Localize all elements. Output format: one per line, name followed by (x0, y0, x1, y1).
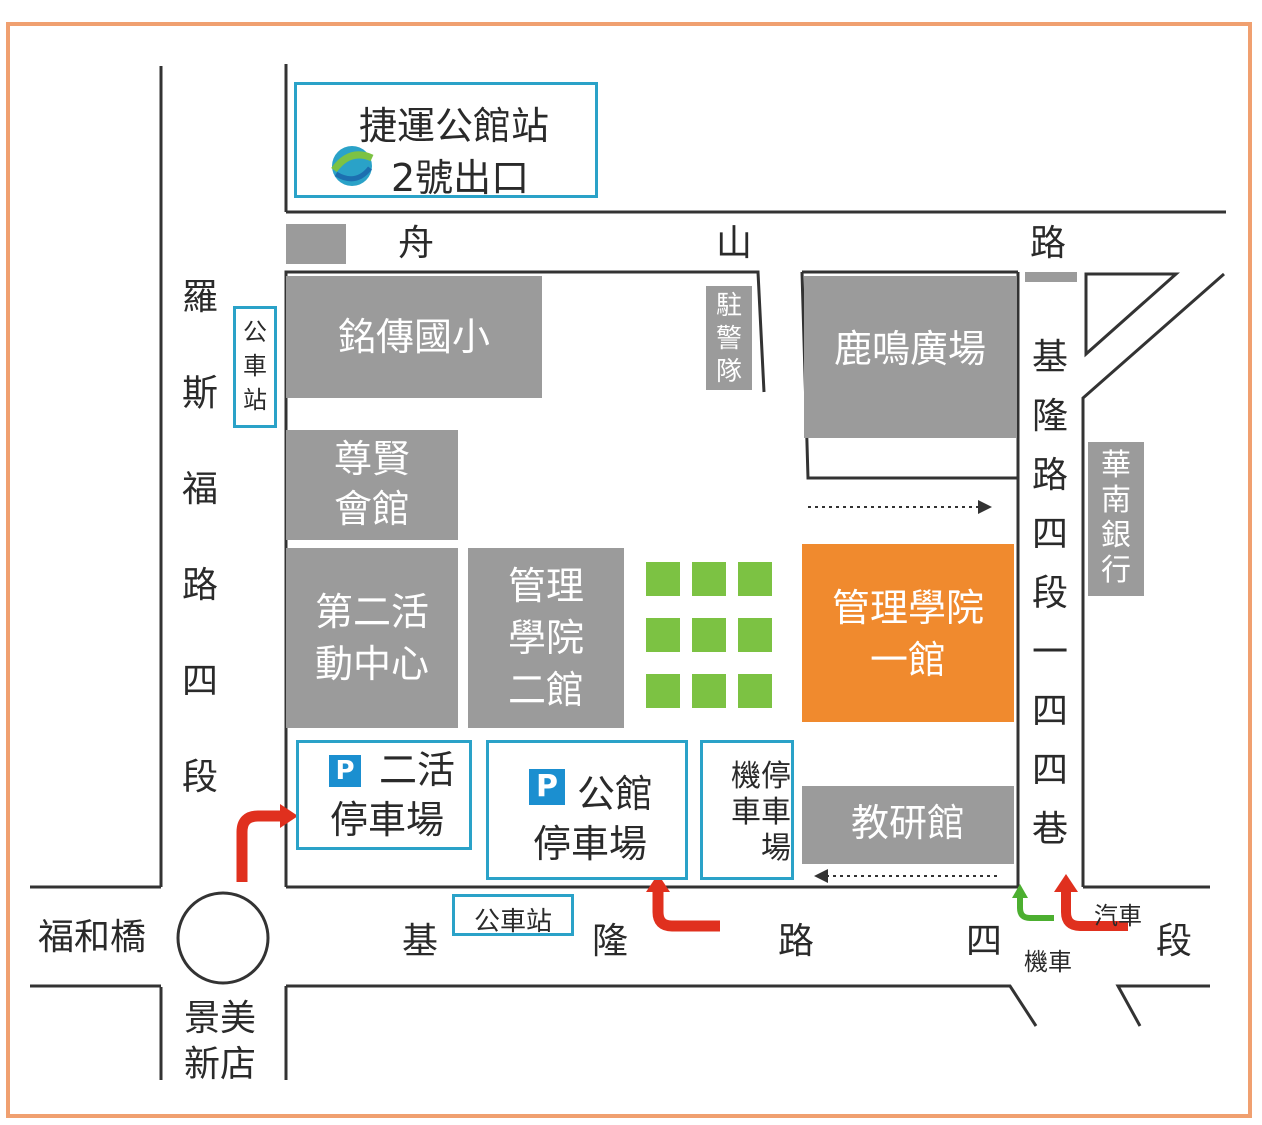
building-luming: 鹿鳴廣場 (804, 276, 1016, 438)
road-label-keelung-lane: 基 隆 路 四 段 一 四 四 巷 (1031, 337, 1068, 850)
tree-square (646, 618, 680, 652)
tree-square (738, 618, 772, 652)
red-entrance-arrow (236, 810, 282, 882)
road-label-road: 路 (778, 921, 815, 962)
parking-er-huo: P 二活 停車場 (296, 740, 472, 850)
tree-square (692, 618, 726, 652)
building-mingchuan: 銘傳國小 (286, 276, 542, 398)
mrt-logo-icon (331, 146, 374, 186)
car-entrance-label: 汽車 (1094, 902, 1142, 930)
road-island (1084, 272, 1180, 358)
tree-square (738, 674, 772, 708)
mrt-station-name: 捷運公館站 (359, 104, 550, 148)
bus-stop-bottom: 公車站 (452, 894, 574, 937)
road-label-shan: 山 (716, 223, 753, 264)
flow-arrow-head (814, 869, 828, 883)
parking-gongguan-bottom: 停車場 (532, 822, 647, 866)
tree-square (692, 562, 726, 596)
moto-entrance-label: 機車 (1024, 948, 1072, 976)
red-entrance-arrow (652, 890, 720, 932)
tree-square (646, 674, 680, 708)
road-label-si: 四 (966, 921, 1003, 962)
building-police: 駐 警 隊 (706, 286, 752, 390)
bus-stop-label: 公 車 站 (243, 318, 267, 414)
moto-entrance-arrow (1017, 896, 1054, 921)
car-entrance-arrow-head (1054, 874, 1078, 892)
tree-square (692, 674, 726, 708)
road-label-jingmei: 景美 新店 (184, 998, 257, 1085)
car-entrance-arrow (1061, 890, 1128, 931)
moto-entrance-arrow-head (1012, 884, 1028, 898)
road-label-lu: 路 (1030, 223, 1067, 264)
bus-stop-label: 公車站 (473, 907, 552, 937)
road-label-long: 隆 (592, 921, 629, 962)
flow-arrow-head (978, 500, 992, 514)
parking-p-badge: P (329, 755, 361, 787)
building-mgmt2: 管理 學院 二館 (468, 548, 624, 728)
road-label-duan: 段 (1156, 921, 1193, 962)
tree-square (738, 562, 772, 596)
building-mgmt1-highlight: 管理學院 一館 (802, 544, 1014, 722)
building-research: 教研館 (802, 786, 1014, 864)
parking-er-huo-label: 二活 停車場 (329, 748, 455, 842)
road-label-fuhe-bridge: 福和橋 (38, 917, 147, 958)
parking-gongguan: P 公館 停車場 (486, 740, 688, 880)
parking-moto-label: 機停 車車 場 (731, 759, 791, 866)
red-entrance-arrow-head (646, 874, 670, 892)
parking-gongguan-top: 公館 (577, 772, 654, 816)
tree-square (646, 562, 680, 596)
map-frame (6, 22, 1252, 1118)
road-line (1081, 272, 1225, 887)
road-label-roosevelt: 羅 斯 福 路 四 段 (181, 277, 218, 798)
road-marker (1025, 272, 1077, 282)
red-entrance-arrow-head (280, 804, 298, 828)
building-activity2: 第二活 動中心 (286, 548, 458, 728)
roundabout (176, 891, 270, 985)
building-huanan-bank: 華 南 銀 行 (1088, 442, 1144, 596)
parking-moto: 機停 車車 場 (700, 740, 794, 880)
bus-stop-left: 公 車 站 (233, 306, 277, 428)
mrt-exit-box: 捷運公館站 2號出口 (294, 82, 598, 200)
road-label-ji: 基 (402, 921, 439, 962)
road-line (1115, 984, 1210, 1027)
building-zunxian: 尊賢 會館 (286, 430, 458, 540)
road-line (286, 984, 1038, 1027)
parking-p-badge: P (529, 769, 565, 805)
mrt-exit-number: 2號出口 (391, 156, 530, 200)
road-marker (286, 224, 346, 264)
road-label-zhou: 舟 (398, 223, 435, 264)
